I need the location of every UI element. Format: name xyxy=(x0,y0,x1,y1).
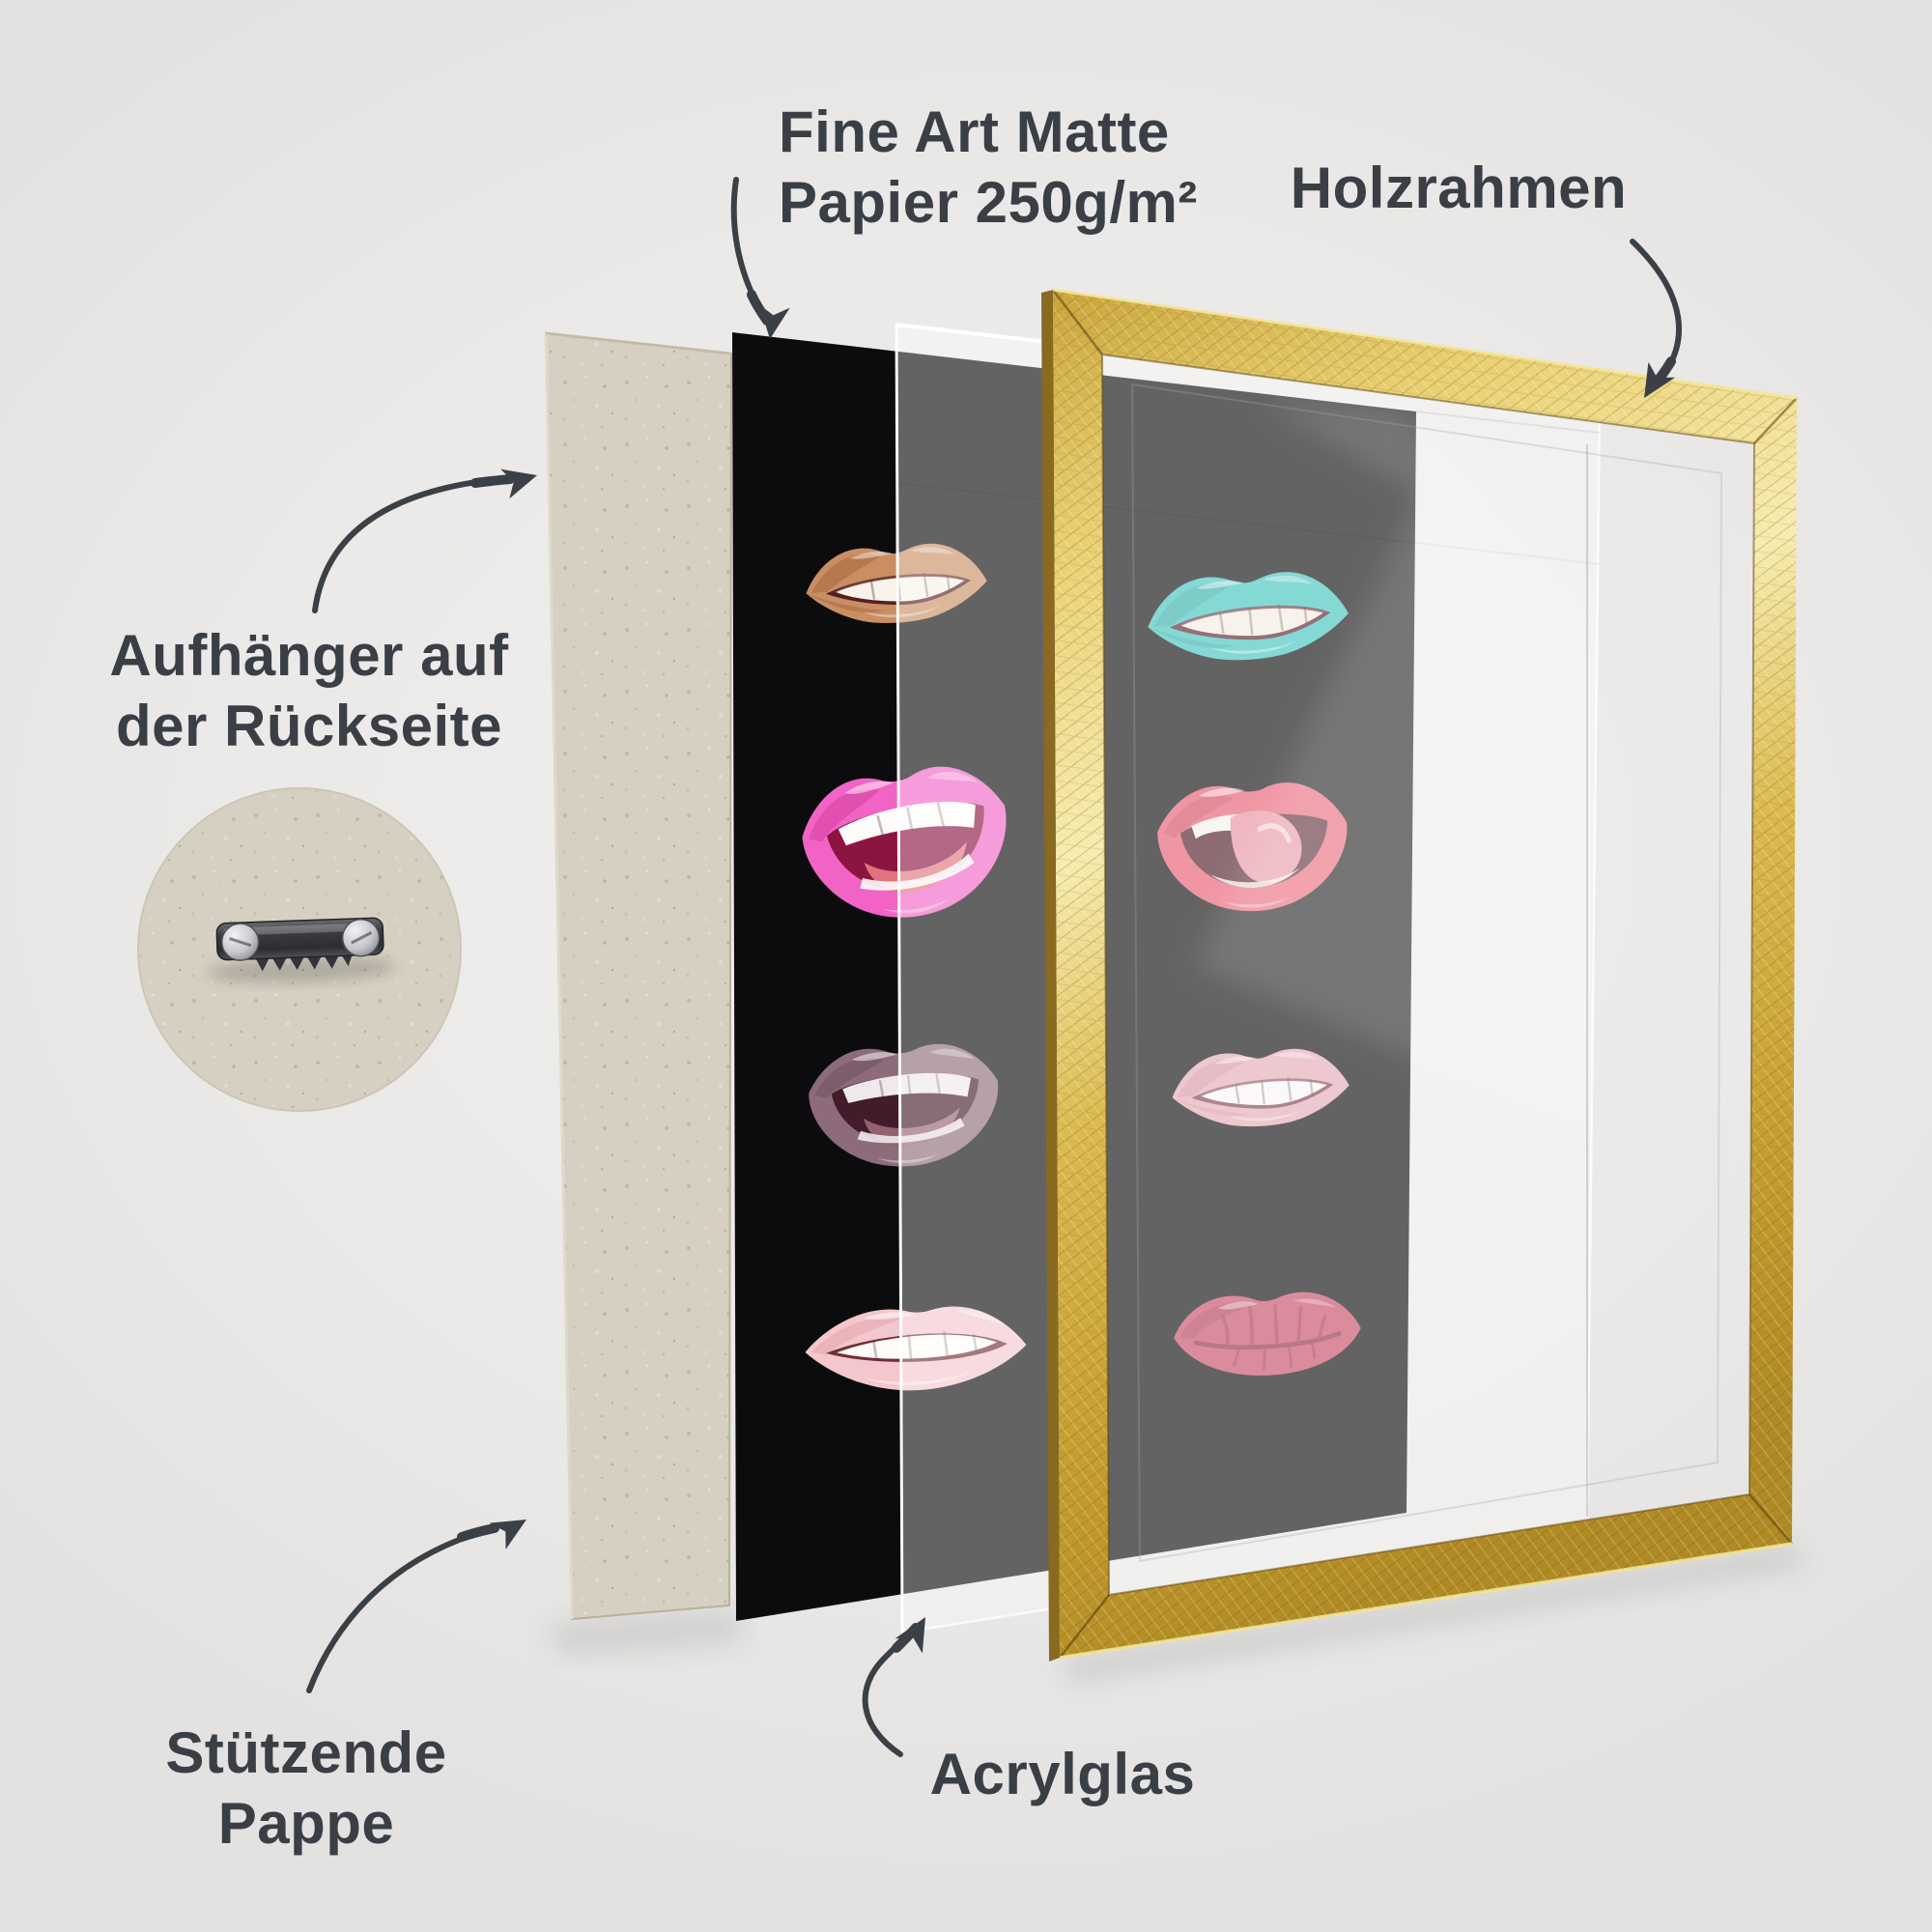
label-hanger-line1: Aufhänger auf xyxy=(109,623,509,688)
label-cardboard-line1: Stützende xyxy=(165,1720,447,1785)
label-paper-line2: Papier 250g/m² xyxy=(779,170,1198,236)
arrow-cardboard xyxy=(306,1520,526,1693)
frame-side-face-left xyxy=(1041,290,1060,1662)
label-cardboard-line2: Pappe xyxy=(217,1791,395,1857)
arrow-acrylic xyxy=(862,1617,925,1757)
arrow-paper xyxy=(730,177,790,339)
mat-bevel-line xyxy=(1130,383,1723,1563)
label-cardboard: Stützende Pappe xyxy=(60,1718,553,1859)
label-acrylic-text: Acrylglas xyxy=(929,1742,1196,1806)
sawtooth-hanger-icon xyxy=(206,917,396,983)
label-paper: Fine Art Matte Papier 250g/m² xyxy=(779,97,1281,238)
cardboard-shadow xyxy=(550,1609,746,1654)
label-frame-text: Holzrahmen xyxy=(1290,156,1628,220)
label-paper-line1: Fine Art Matte xyxy=(779,99,1170,164)
acrylic-layer xyxy=(895,323,1602,1634)
label-hanger-line2: der Rückseite xyxy=(115,694,502,759)
arrow-frame xyxy=(1630,239,1682,398)
frame-shadow xyxy=(1060,1548,1806,1679)
label-acrylic: Acrylglas xyxy=(850,1739,1275,1809)
acrylic-sheen xyxy=(1195,400,1600,1198)
frame-interior-lines xyxy=(1130,383,1723,1563)
gold-frame xyxy=(1041,288,1806,1679)
label-frame: Holzrahmen xyxy=(1208,153,1710,223)
label-hanger: Aufhänger auf der Rückseite xyxy=(58,620,560,761)
annotation-arrows xyxy=(306,177,1682,1757)
hanger-inset xyxy=(137,787,462,1112)
cardboard-layer xyxy=(544,331,746,1654)
arrow-hanger xyxy=(312,469,537,613)
